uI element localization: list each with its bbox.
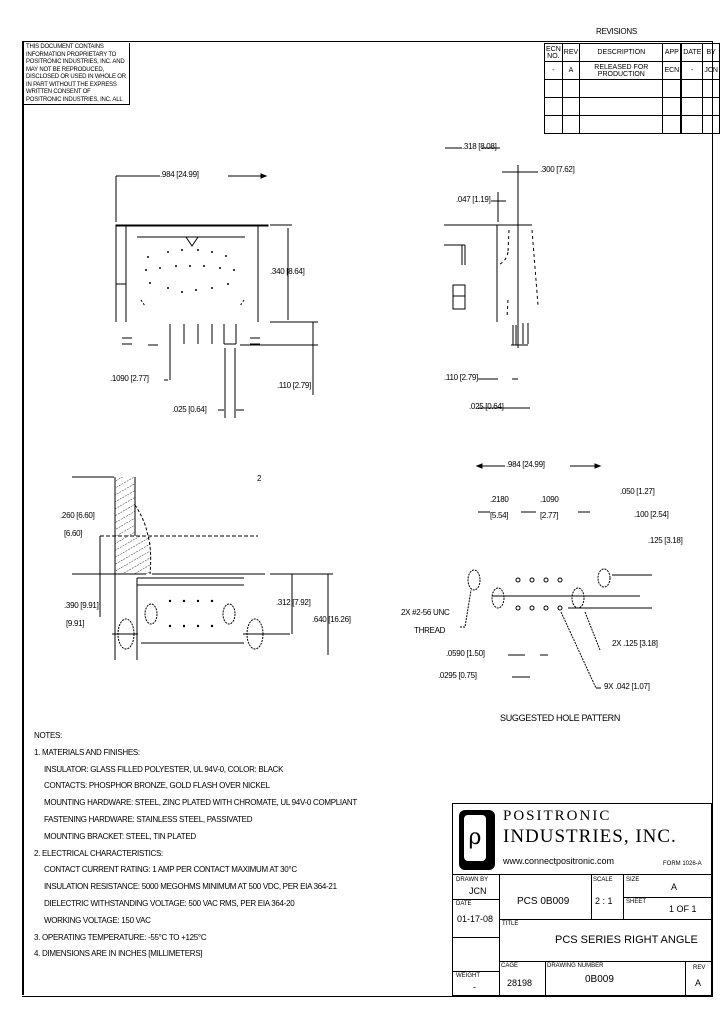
rev-cell: REV A	[685, 961, 711, 995]
revisions-row	[544, 97, 720, 116]
part-number-cell: PCS 0B009	[499, 875, 592, 920]
note-line: MOUNTING HARDWARE: STEEL, ZINC PLATED WI…	[44, 798, 357, 808]
hp-left-dim-metric: [5.54]	[490, 511, 509, 520]
side-dim-tail-2: .025 [0.64]	[469, 402, 504, 411]
note-line: DIELECTRIC WITHSTANDING VOLTAGE: 500 VAC…	[44, 898, 295, 908]
drawing-frame-left	[22, 41, 24, 995]
side-dim-top: .318 [8.08]	[462, 142, 497, 151]
hp-pitch-dim-2: .0295 [0.75]	[438, 671, 477, 680]
note-line: CONTACT CURRENT RATING: 1 AMP PER CONTAC…	[44, 865, 297, 875]
note-line: WORKING VOLTAGE: 150 VAC	[44, 915, 151, 925]
date-value: 01-17-08	[457, 914, 494, 924]
mount-overall-dim: .640 [16.26]	[312, 615, 351, 624]
revisions-row	[544, 115, 720, 134]
hp-pitch-dim-1: .0590 [1.50]	[446, 649, 485, 658]
mount-panel-dim-2: .390 [9.91]	[64, 601, 99, 610]
note-line: 2. ELECTRICAL CHARACTERISTICS:	[34, 848, 163, 858]
proprietary-note: THIS DOCUMENT CONTAINS INFORMATION PROPR…	[24, 43, 130, 105]
company-block: ρ POSITRONIC INDUSTRIES, INC. www.connec…	[452, 803, 712, 875]
dim-height: .340 [8.64]	[270, 267, 305, 276]
dim-overall-width: .984 [24.99]	[160, 170, 199, 179]
scale-value: 2 : 1	[595, 896, 613, 906]
revisions-row: - A RELEASED FOR PRODUCTION ECN - JCN	[544, 61, 720, 80]
scale-label: SCALE	[593, 877, 613, 883]
revisions-row	[544, 79, 720, 98]
positronic-logo-icon: ρ	[459, 810, 495, 870]
side-dim-offset: .300 [7.62]	[540, 165, 575, 174]
company-name-line-2: INDUSTRIES, INC.	[503, 826, 677, 847]
cage-label: CAGE	[501, 963, 519, 969]
cage-cell: CAGE 28198	[499, 961, 546, 995]
sheet-cell: SHEET 1 OF 1	[623, 897, 711, 920]
note-line: INSULATOR: GLASS FILLED POLYESTER, UL 94…	[44, 764, 284, 774]
sheet-value: 1 OF 1	[669, 904, 697, 914]
rev-label: REV	[693, 965, 706, 971]
company-name-line-1: POSITRONIC	[503, 808, 612, 824]
mount-panel-dim-2-metric: [9.91]	[66, 619, 85, 628]
sheet-label: SHEET	[626, 899, 647, 905]
size-label: SIZE	[626, 877, 640, 883]
drawing-frame	[22, 41, 713, 997]
hp-row-dim-3: .125 [3.18]	[648, 536, 683, 545]
drawn-by-label: DRAWN BY	[456, 877, 489, 883]
weight-label: WEIGHT	[456, 973, 480, 979]
blank-cell	[453, 937, 500, 972]
note-line: 4. DIMENSIONS ARE IN INCHES [MILLIMETERS…	[34, 949, 203, 959]
scale-cell: SCALE 2 : 1	[591, 875, 624, 920]
hp-row-dim-1: .050 [1.27]	[620, 487, 655, 496]
note-line: FASTENING HARDWARE: STAINLESS STEEL, PAS…	[44, 814, 253, 824]
notes-block: NOTES: 1. MATERIALS AND FINISHES: INSULA…	[34, 728, 357, 963]
mount-panel-dim-1-metric: [6.60]	[64, 529, 83, 538]
notes-heading: NOTES:	[34, 731, 62, 740]
rev-value: A	[695, 978, 702, 988]
revisions-title: REVISIONS	[596, 27, 637, 36]
form-number: FORM 1026-A	[663, 861, 702, 867]
hp-left-dim: .2180	[490, 495, 509, 504]
drawing-number-cell: DRAWING NUMBER 0B009	[545, 961, 686, 995]
note-line: 3. OPERATING TEMPERATURE: -55°C TO +125°…	[34, 932, 207, 942]
hp-right-dim: .1090	[540, 495, 559, 504]
dim-contact-pitch: .1090 [2.77]	[110, 374, 149, 383]
dim-tail-width: .025 [0.64]	[172, 405, 207, 414]
title-value: PCS SERIES RIGHT ANGLE	[555, 934, 698, 946]
hp-standoff-label-2: THREAD	[414, 626, 446, 635]
date-label: DATE	[456, 901, 472, 907]
part-number-value: PCS 0B009	[517, 896, 570, 907]
mount-top-mark: 2	[257, 474, 262, 483]
drawing-number-label: DRAWING NUMBER	[547, 963, 604, 969]
side-dim-flange: .047 [1.19]	[456, 195, 491, 204]
hp-hole-callout-2: 9X .042 [1.07]	[604, 682, 650, 691]
mount-height-dim: .312 [7.92]	[276, 598, 311, 607]
hp-title: SUGGESTED HOLE PATTERN	[500, 713, 621, 723]
hp-standoff-label-1: 2X #2-56 UNC	[401, 608, 450, 617]
note-line: CONTACTS: PHOSPHOR BRONZE, GOLD FLASH OV…	[44, 781, 270, 791]
company-website: www.connectpositronic.com	[503, 856, 615, 866]
mount-panel-dim-1: .260 [6.60]	[60, 511, 95, 520]
hp-right-dim-metric: [2.77]	[540, 511, 559, 520]
rev-header-rev: REV	[561, 43, 581, 62]
title-label: TITLE	[502, 921, 519, 927]
dim-tail-length: .110 [2.79]	[277, 381, 311, 390]
size-value: A	[671, 882, 678, 892]
title-cell: TITLE PCS SERIES RIGHT ANGLE	[499, 919, 711, 962]
cage-value: 28198	[507, 978, 533, 988]
revisions-table: ECN NO. REV DESCRIPTION APP DATE BY - A …	[544, 43, 720, 134]
weight-cell: WEIGHT -	[453, 971, 500, 995]
size-cell: SIZE A	[623, 875, 711, 898]
date-cell: DATE 01-17-08	[453, 899, 500, 938]
title-block: DRAWN BY JCN DATE 01-17-08 WEIGHT - PCS …	[452, 874, 712, 996]
drawing-number-value: 0B009	[585, 974, 614, 985]
note-line: INSULATION RESISTANCE: 5000 MEGOHMS MINI…	[44, 882, 337, 892]
hp-row-dim-2: .100 [2.54]	[634, 510, 669, 519]
drawn-by-cell: DRAWN BY JCN	[453, 875, 500, 900]
hp-hole-callout-1: 2X .125 [3.18]	[612, 639, 658, 648]
side-dim-tail-1: .110 [2.79]	[444, 373, 478, 382]
note-line: MOUNTING BRACKET: STEEL, TIN PLATED	[44, 831, 196, 841]
weight-value: -	[473, 982, 476, 992]
drawn-by-value: JCN	[469, 886, 487, 896]
hp-overall: .984 [24.99]	[506, 460, 545, 469]
note-line: 1. MATERIALS AND FINISHES:	[34, 747, 140, 757]
